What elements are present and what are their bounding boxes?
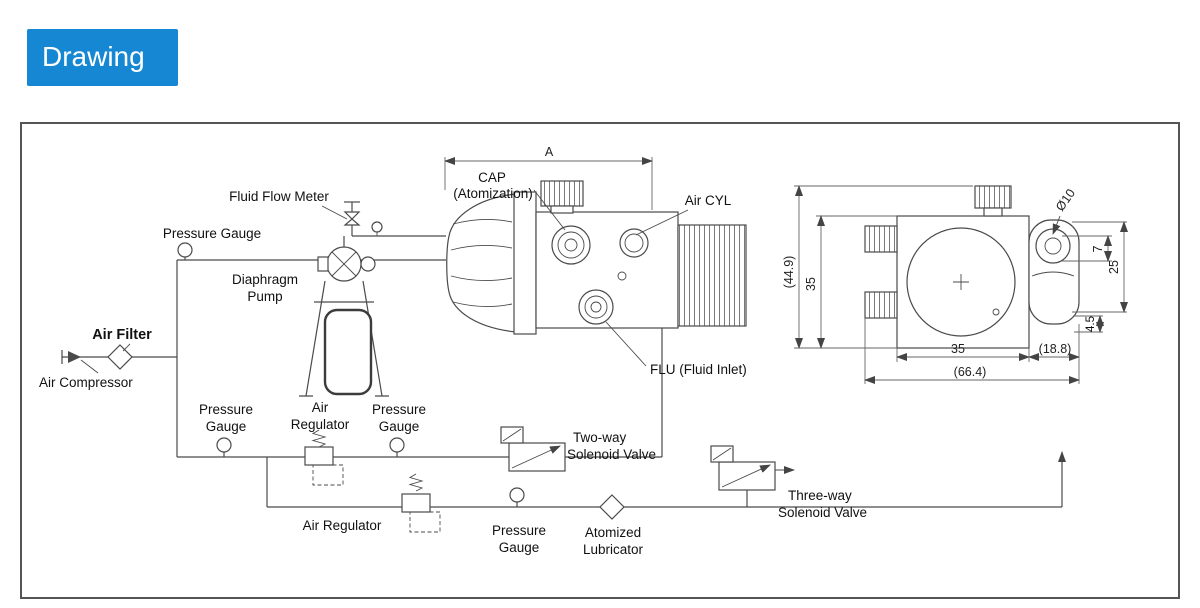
label-two-way: Two-way [573,430,627,445]
label-pressure-gauge-top: Pressure Gauge [163,226,261,241]
label-air-filter: Air Filter [92,327,152,343]
drawing-badge: Drawing [27,29,178,86]
label-diaphragm: Diaphragm [232,272,298,287]
air-regulator-bottom-symbol [401,473,441,533]
dim-35-width: 35 [951,342,965,356]
label-pressure-left: Pressure [199,402,253,417]
dim-66-4: (66.4) [954,365,987,379]
label-three-way-solenoid: Solenoid Valve [778,505,867,520]
dim-4-5: 4.5 [1085,316,1097,332]
label-atomization: (Atomization) [453,186,533,201]
label-flu-inlet: FLU (Fluid Inlet) [650,362,747,377]
dim-7: 7 [1091,245,1105,252]
three-way-solenoid-valve-symbol [710,445,795,491]
flow-arrow [68,351,81,363]
fluid-flow-meter-symbol [321,201,446,237]
label-cap: CAP [478,170,506,185]
pressure-gauge-bottom-symbol [509,487,525,507]
label-regulator-mid: Regulator [291,417,350,432]
label-two-way-solenoid: Solenoid Valve [567,447,656,462]
label-fluid-flow-meter: Fluid Flow Meter [229,189,329,204]
dim-dia-10: Ø10 [1053,186,1078,213]
atomized-lubricator-symbol [599,494,625,520]
dim-25: 25 [1107,260,1121,274]
label-atomized: Atomized [585,525,641,540]
label-air-regulator-bottom: Air Regulator [303,518,382,533]
dim-a: A [545,145,554,159]
piping-lines [61,259,1066,508]
label-pump: Pump [247,289,282,304]
dim-18-8: (18.8) [1039,342,1072,356]
pressure-gauge-mid-symbol [389,437,405,457]
label-pressure-mid: Pressure [372,402,426,417]
diaphragm-pump-symbol [299,236,389,397]
label-three-way: Three-way [788,488,852,503]
label-air-compressor: Air Compressor [39,375,133,390]
label-gauge-bottom: Gauge [499,540,540,555]
label-pressure-bottom: Pressure [492,523,546,538]
label-gauge-left: Gauge [206,419,247,434]
spray-gun-side-view [794,185,1128,384]
dim-35-height: 35 [804,277,818,291]
schematic-svg: Air Filter Air Compressor Pressure Gauge… [39,145,1128,557]
label-gauge-mid: Gauge [379,419,420,434]
spray-gun-front-view [444,157,747,367]
label-air-mid: Air [312,400,329,415]
pressure-gauge-top-symbol [177,242,193,260]
two-way-solenoid-valve-symbol [500,426,566,472]
pressure-gauge-left-symbol [216,437,232,457]
label-air-cyl: Air CYL [685,193,732,208]
air-filter-symbol [80,343,133,374]
diagram-frame: Air Filter Air Compressor Pressure Gauge… [20,122,1180,599]
label-lubricator: Lubricator [583,542,644,557]
dim-44-9: (44.9) [782,256,796,289]
air-regulator-mid-symbol [304,429,344,486]
